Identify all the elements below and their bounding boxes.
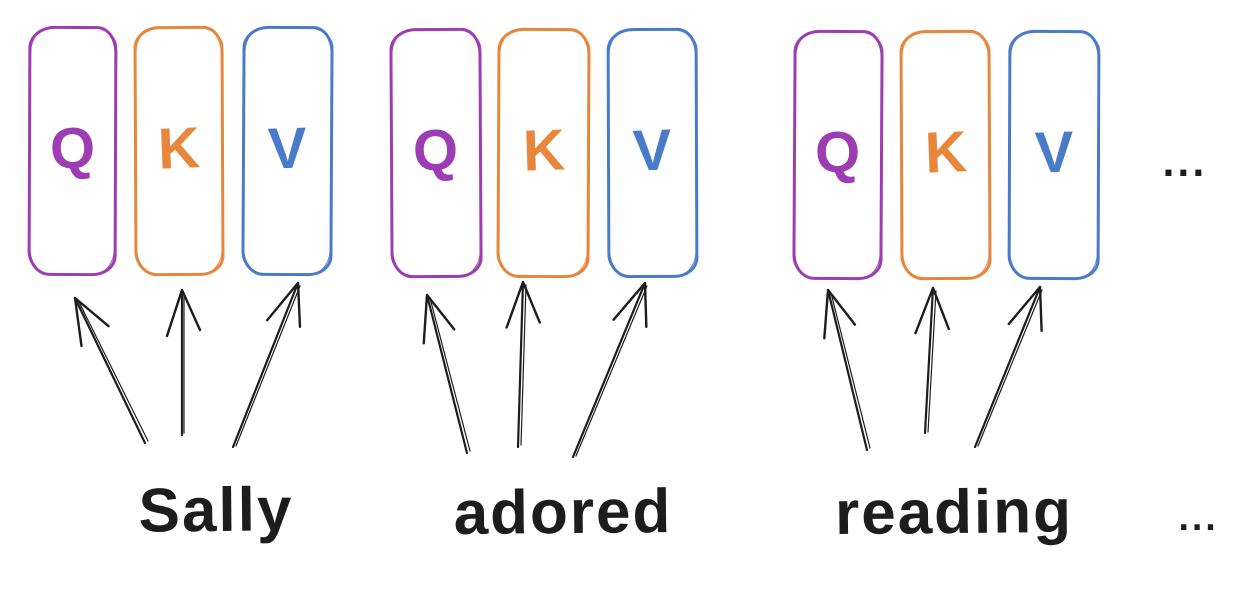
token-group-1: Q K V Sally <box>27 0 334 595</box>
key-letter: K <box>923 119 968 186</box>
query-letter: Q <box>48 115 97 182</box>
query-box-1: Q <box>27 25 118 277</box>
value-letter: V <box>1033 119 1075 186</box>
value-letter: V <box>267 115 308 182</box>
token-word-sally: Sally <box>138 475 294 546</box>
token-group-3: Q K V reading <box>792 0 1101 595</box>
value-letter: V <box>631 117 674 184</box>
continuation-ellipsis-bottom: ... <box>1178 503 1219 538</box>
value-box-3: V <box>1007 29 1101 281</box>
key-box-3: K <box>899 29 992 281</box>
value-box-2: V <box>606 27 699 279</box>
query-letter: Q <box>814 119 862 186</box>
key-letter: K <box>156 115 202 182</box>
key-box-2: K <box>496 27 591 279</box>
token-word-adored: adored <box>453 477 673 548</box>
value-box-1: V <box>241 25 334 277</box>
query-box-2: Q <box>389 27 483 279</box>
key-letter: K <box>521 117 566 184</box>
query-box-3: Q <box>792 29 884 281</box>
token-word-reading: reading <box>834 476 1074 549</box>
token-group-2: Q K V adored <box>389 0 700 595</box>
continuation-ellipsis-top: ... <box>1162 145 1207 185</box>
query-letter: Q <box>412 117 460 184</box>
key-box-1: K <box>133 25 225 277</box>
